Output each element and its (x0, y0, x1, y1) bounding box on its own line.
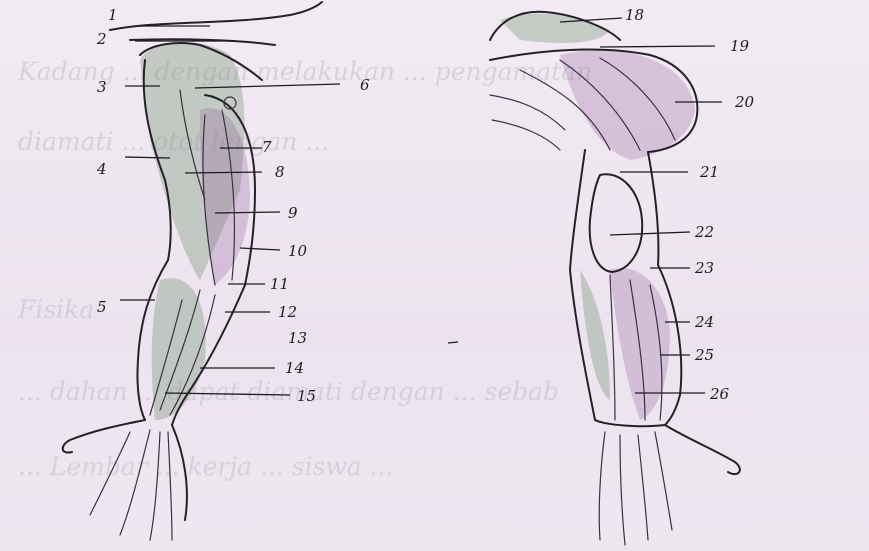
label-4: 4 (96, 160, 107, 178)
label-22: 22 (694, 223, 714, 241)
label-25: 25 (694, 346, 714, 364)
label-5: 5 (97, 298, 107, 316)
ghost-line-3: Fisika (17, 295, 94, 324)
label-15: 15 (297, 387, 316, 405)
label-8: 8 (275, 163, 285, 181)
label-19: 19 (730, 37, 750, 55)
label-26: 26 (709, 385, 730, 403)
label-23: 23 (694, 259, 714, 277)
label-11: 11 (270, 275, 289, 293)
label-12: 12 (278, 303, 297, 321)
label-13: 13 (288, 329, 307, 347)
label-2: 2 (96, 30, 107, 48)
label-7: 7 (262, 138, 272, 156)
label-9: 9 (288, 204, 298, 222)
label-24: 24 (694, 313, 714, 331)
label-21: 21 (699, 163, 719, 181)
ghost-line-4: ... dahan ... dapat diamati dengan ... s… (18, 377, 559, 406)
label-6: 6 (360, 76, 370, 94)
background-text: Kadang ... dengan melakukan ... pengamat… (17, 57, 592, 481)
ghost-line-5: ... Lembar ... kerja ... siswa ... (18, 452, 394, 481)
label-1: 1 (108, 6, 118, 24)
label-20: 20 (734, 93, 755, 111)
right-arm-drawing (490, 12, 740, 545)
label-14: 14 (285, 359, 304, 377)
stray-mark (448, 342, 458, 343)
label-18: 18 (625, 6, 644, 24)
label-10: 10 (288, 242, 308, 260)
label-3: 3 (97, 78, 107, 96)
